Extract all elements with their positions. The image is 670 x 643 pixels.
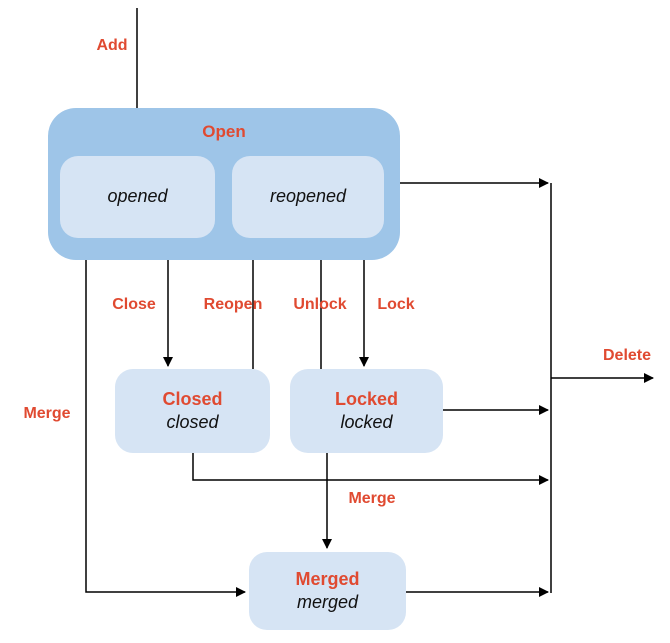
state-opened: opened	[60, 156, 215, 238]
edge-label-reopen: Reopen	[203, 296, 263, 313]
edge-label-unlock: Unlock	[293, 296, 347, 313]
state-closed: Closed closed	[115, 369, 270, 453]
state-locked-title: Locked	[334, 388, 399, 409]
state-open-label: Open	[202, 122, 246, 141]
edge-label-delete: Delete	[602, 347, 652, 364]
edge-label-merge-left: Merge	[23, 405, 71, 422]
state-locked: Locked locked	[290, 369, 443, 453]
edge-closed-to-delete-line	[192, 453, 549, 485]
state-locked-subtitle: locked	[340, 412, 393, 432]
edge-label-close: Close	[112, 296, 156, 313]
state-closed-subtitle: closed	[166, 412, 219, 432]
state-reopened-label: reopened	[269, 186, 347, 207]
edge-label-merge-mid: Merge	[348, 490, 396, 507]
edge-label-add: Add	[96, 37, 128, 54]
state-merged-subtitle: merged	[296, 592, 359, 612]
state-merged: Merged merged	[249, 552, 406, 630]
state-opened-label: opened	[107, 186, 168, 207]
state-reopened: reopened	[232, 156, 384, 238]
state-merged-title: Merged	[295, 568, 360, 589]
state-closed-title: Closed	[162, 388, 223, 409]
edge-label-lock: Lock	[377, 296, 415, 313]
